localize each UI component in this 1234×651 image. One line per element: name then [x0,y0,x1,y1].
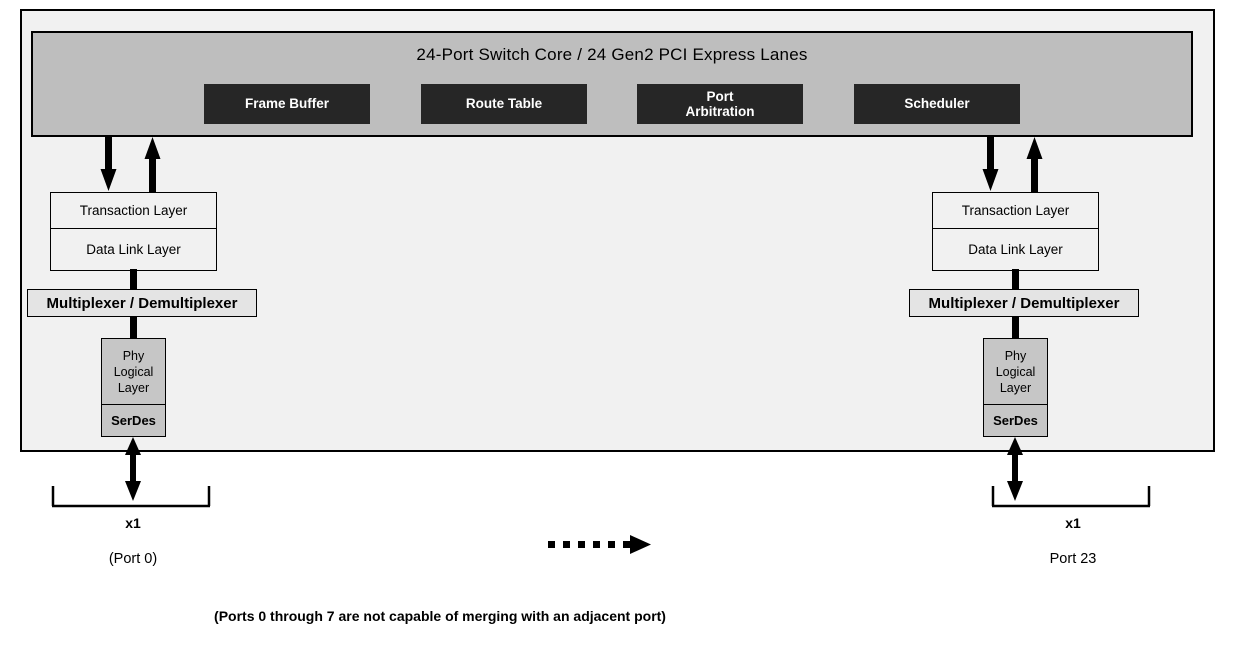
lane-width-label-left: x1 [125,515,141,531]
data-link-layer-box-left: Data Link Layer [50,228,217,271]
external-link-arrow-left [125,437,141,501]
external-link-arrow-right [1007,437,1023,501]
transaction-layer-label-left: Transaction Layer [79,203,188,218]
port-name-label-left: (Port 0) [108,551,158,567]
mux-demux-label-left: Multiplexer / Demultiplexer [46,294,238,312]
transaction-layer-box-right: Transaction Layer [932,192,1099,229]
mux-demux-box-right: Multiplexer / Demultiplexer [909,289,1139,317]
lane-width-label-right: x1 [1065,515,1081,531]
switch-core-title: 24-Port Switch Core / 24 Gen2 PCI Expres… [416,45,808,64]
connector-dll-to-mux-right [1012,269,1019,290]
connector-mux-to-phy-right [1012,316,1019,339]
ports-continuation-arrow-icon [548,535,651,554]
core-link-arrows-right [982,135,1043,193]
core-link-arrows-left [100,135,161,193]
connector-dll-to-mux-left [130,269,137,290]
data-link-layer-label-left: Data Link Layer [86,242,181,257]
data-link-layer-label-right: Data Link Layer [968,242,1063,257]
core-block-scheduler: Scheduler [854,84,1020,124]
core-block-route-table: Route Table [421,84,587,124]
lane-bracket-right [991,486,1151,508]
serdes-label-right: SerDes [993,413,1038,428]
core-block-route-table-label: Route Table [465,96,543,112]
core-block-frame-buffer-label: Frame Buffer [244,96,330,112]
core-block-frame-buffer: Frame Buffer [204,84,370,124]
port-name-label-right: Port 23 [1049,551,1097,567]
connector-mux-to-phy-left [130,316,137,339]
mux-demux-box-left: Multiplexer / Demultiplexer [27,289,257,317]
serdes-label-left: SerDes [111,413,156,428]
merging-footnote: (Ports 0 through 7 are not capable of me… [214,608,666,624]
lane-bracket-left [51,486,211,508]
serdes-box-right: SerDes [983,404,1048,437]
switch-core-region: 24-Port Switch Core / 24 Gen2 PCI Expres… [31,31,1193,137]
transaction-layer-label-right: Transaction Layer [961,203,1070,218]
core-block-scheduler-label: Scheduler [904,96,970,112]
data-link-layer-box-right: Data Link Layer [932,228,1099,271]
transaction-layer-box-left: Transaction Layer [50,192,217,229]
mux-demux-label-right: Multiplexer / Demultiplexer [928,294,1120,312]
serdes-box-left: SerDes [101,404,166,437]
